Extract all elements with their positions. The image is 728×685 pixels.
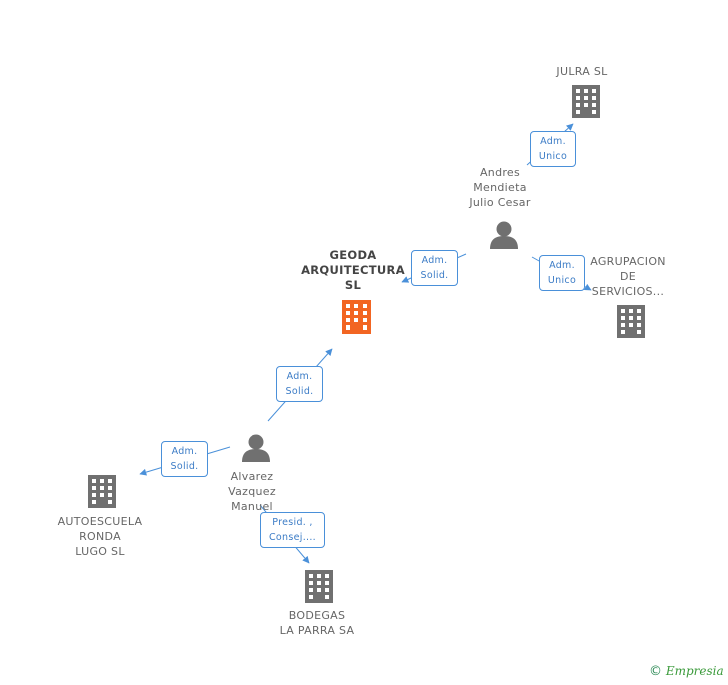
edge-label-alvarez-geoda[interactable]: Adm. Solid.	[276, 366, 323, 402]
building-icon[interactable]	[305, 570, 333, 603]
label-line: DE	[619, 270, 637, 283]
brand-logo-text: Empresia	[665, 664, 724, 678]
edge-label-line: Adm.	[421, 255, 448, 266]
edge-label-line: Solid.	[285, 386, 314, 397]
label-line: Mendieta	[473, 181, 527, 194]
label-line: GEODA	[329, 248, 377, 262]
company-label-agrupacion[interactable]: AGRUPACION DE SERVICIOS...	[588, 254, 668, 299]
label-line: SL	[344, 278, 362, 292]
label-line: AGRUPACION	[590, 255, 666, 268]
company-label-geoda[interactable]: GEODA ARQUITECTURA SL	[300, 248, 406, 293]
edge-label-alvarez-bodegas[interactable]: Presid. , Consej....	[260, 512, 325, 548]
building-icon[interactable]	[572, 85, 600, 118]
label-line: BODEGAS	[288, 609, 346, 622]
edge-label-line: Adm.	[540, 136, 566, 147]
person-icon[interactable]	[490, 221, 518, 250]
label-line: LA PARRA SA	[279, 624, 355, 637]
edge-label-line: Consej....	[269, 532, 316, 543]
edge-label-line: Adm.	[171, 446, 198, 457]
edge-label-line: Presid. ,	[272, 517, 313, 528]
edge-label-andres-geoda[interactable]: Adm. Solid.	[411, 250, 458, 286]
person-icon[interactable]	[242, 434, 270, 463]
label-line: Andres	[479, 166, 521, 179]
edge-label-line: Adm.	[286, 371, 313, 382]
label-line: Julio Cesar	[469, 196, 531, 209]
label-line: SERVICIOS...	[591, 285, 665, 298]
main-building-icon[interactable]	[342, 300, 371, 334]
label-line: Vazquez	[228, 485, 276, 498]
edge-label-line: Solid.	[170, 461, 199, 472]
person-label-andres[interactable]: Andres Mendieta Julio Cesar	[460, 165, 540, 210]
company-label-julra[interactable]: JULRA SL	[546, 64, 618, 79]
edge-label-alvarez-autoescuela[interactable]: Adm. Solid.	[161, 441, 208, 477]
company-label-bodegas[interactable]: BODEGAS LA PARRA SA	[272, 608, 362, 638]
edge-label-line: Solid.	[420, 270, 449, 281]
edge-label-line: Adm.	[549, 260, 575, 271]
label-line: Manuel	[231, 500, 273, 513]
label-line: ARQUITECTURA	[301, 263, 405, 277]
building-icon[interactable]	[617, 305, 645, 338]
brand-footer[interactable]: © Empresia	[649, 664, 724, 679]
label-line: LUGO SL	[75, 545, 125, 558]
building-icon[interactable]	[88, 475, 116, 508]
company-label-autoescuela[interactable]: AUTOESCUELA RONDA LUGO SL	[54, 514, 146, 559]
person-label-alvarez[interactable]: Alvarez Vazquez Manuel	[216, 469, 288, 514]
edge-label-line: Unico	[547, 275, 577, 286]
copyright-symbol: ©	[649, 664, 662, 679]
label-line: JULRA SL	[556, 65, 608, 78]
edge-label-line: Unico	[538, 151, 568, 162]
label-line: RONDA	[79, 530, 121, 543]
label-line: AUTOESCUELA	[57, 515, 143, 528]
edge-label-andres-julra[interactable]: Adm. Unico	[530, 131, 576, 167]
edge-label-andres-agrupacion[interactable]: Adm. Unico	[539, 255, 585, 291]
label-line: Alvarez	[230, 470, 274, 483]
